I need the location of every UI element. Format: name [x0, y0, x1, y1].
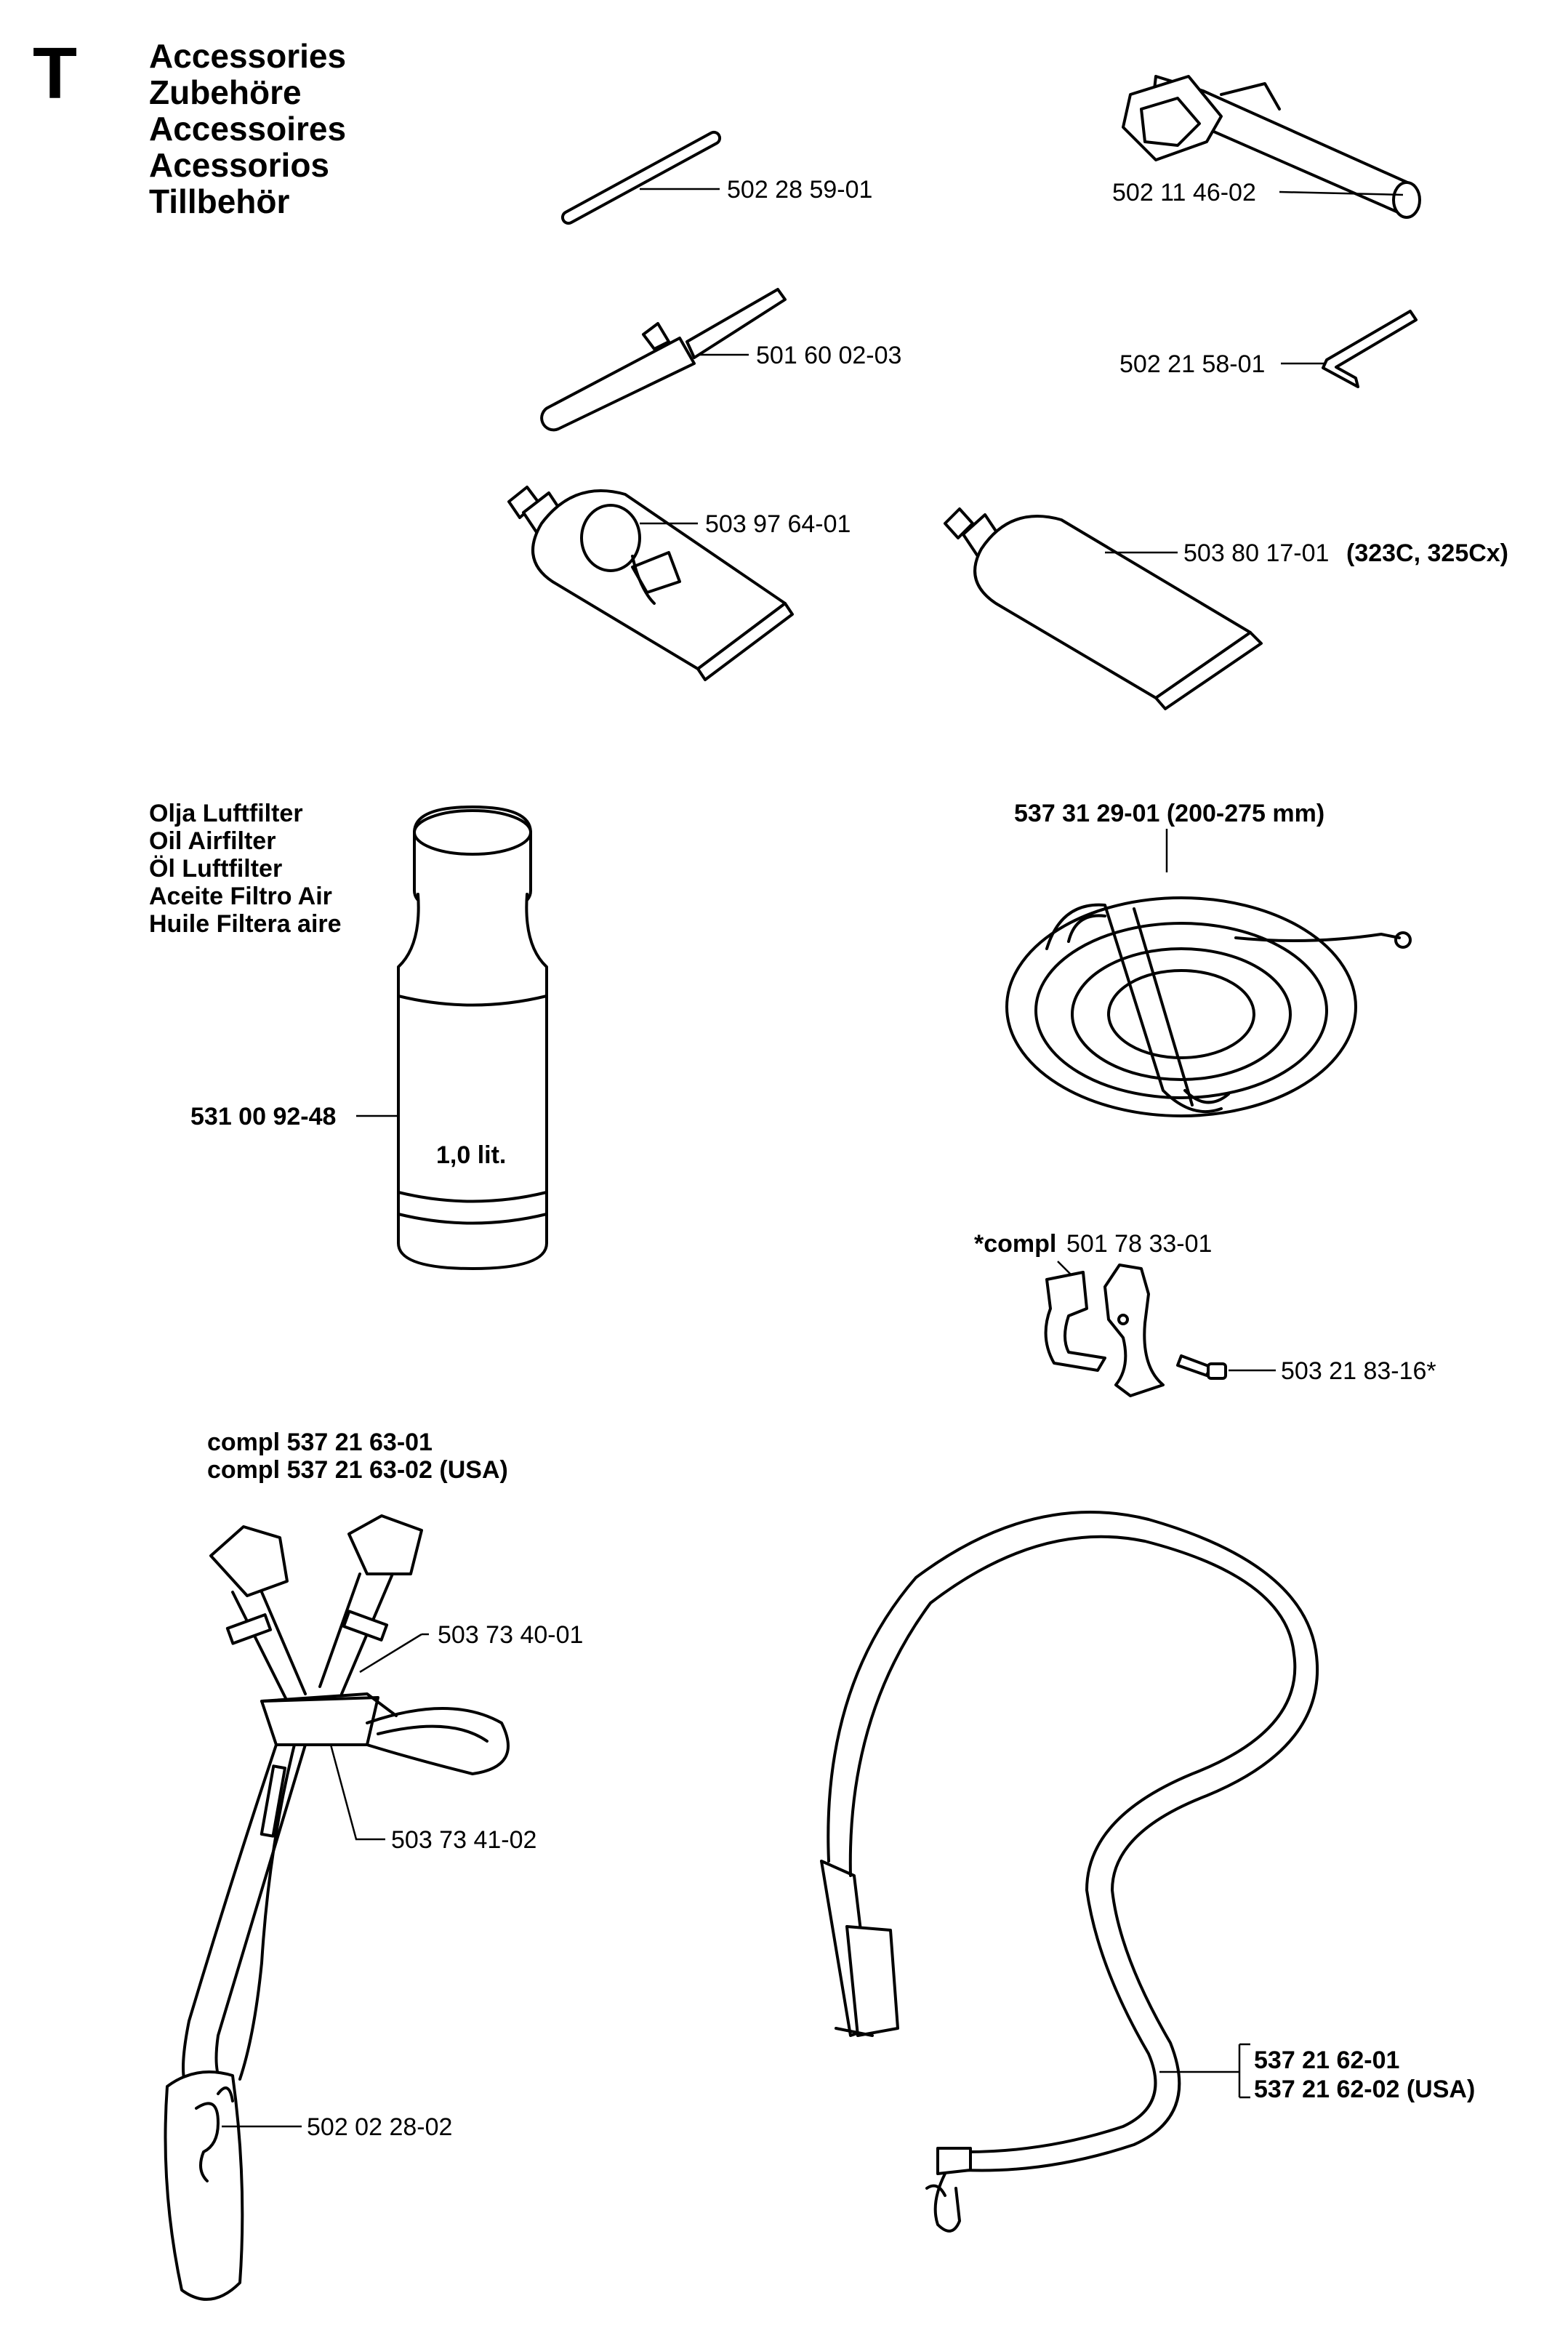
part-label-503-21-83-16: 503 21 83-16*: [1281, 1357, 1436, 1385]
part-label-502-11-46-02: 502 11 46-02: [1112, 179, 1256, 206]
part-label-501-78-33-01: 501 78 33-01: [1066, 1230, 1212, 1258]
oil-name-de: Öl Luftfilter: [149, 855, 282, 883]
file-tool-drawing: [540, 288, 787, 432]
section-title-fr: Accessoires: [149, 110, 346, 148]
part-label-537-21-62-01: 537 21 62-01: [1254, 2046, 1399, 2074]
oil-name-fr: Huile Filtera aire: [149, 910, 342, 938]
section-title-es: Acessorios: [149, 146, 329, 184]
harness-label-1: compl 537 21 63-01: [207, 1429, 433, 1456]
oil-name-es: Aceite Filtro Air: [149, 883, 332, 910]
section-title-en: Accessories: [149, 37, 346, 75]
part-note-323c-325cx: (323C, 325Cx): [1346, 539, 1508, 567]
harness-label-2: compl 537 21 63-02 (USA): [207, 1456, 508, 1484]
spanner-drawing: [1122, 75, 1421, 219]
part-label-503-80-17-01: 503 80 17-01: [1183, 539, 1329, 567]
hex-key-drawing: [1322, 310, 1418, 388]
oil-name-sv: Olja Luftfilter: [149, 800, 303, 827]
section-title-de: Zubehöre: [149, 73, 302, 111]
harness-drawing: [164, 1514, 510, 2301]
part-label-537-21-62-02: 537 21 62-02 (USA): [1254, 2076, 1475, 2103]
trimmer-guard-drawing: [1005, 896, 1412, 1117]
section-letter: T: [33, 33, 77, 114]
clamp-drawing: [1044, 1264, 1227, 1397]
shoulder-strap-drawing: [820, 1511, 1319, 2233]
section-title-sv: Tillbehör: [149, 182, 289, 220]
part-label-502-02-28-02: 502 02 28-02: [307, 2113, 452, 2141]
grease-tube-drawing-1: [507, 486, 794, 681]
rod-drawing: [560, 130, 722, 225]
part-label-503-97-64-01: 503 97 64-01: [705, 510, 851, 538]
clamp-prefix: *compl: [974, 1230, 1056, 1258]
grease-tube-drawing-2: [944, 507, 1263, 710]
oil-bottle-drawing: [397, 806, 548, 1270]
part-label-503-73-40-01: 503 73 40-01: [438, 1621, 583, 1649]
oil-volume-label: 1,0 lit.: [436, 1141, 506, 1169]
part-label-503-73-41-02: 503 73 41-02: [391, 1826, 536, 1854]
oil-name-en: Oil Airfilter: [149, 827, 276, 855]
part-label-502-28-59-01: 502 28 59-01: [727, 176, 872, 204]
part-label-501-60-02-03: 501 60 02-03: [756, 342, 901, 369]
part-label-537-31-29-01: 537 31 29-01 (200-275 mm): [1014, 800, 1324, 827]
part-label-531-00-92-48: 531 00 92-48: [190, 1103, 336, 1130]
part-label-502-21-58-01: 502 21 58-01: [1119, 350, 1265, 378]
